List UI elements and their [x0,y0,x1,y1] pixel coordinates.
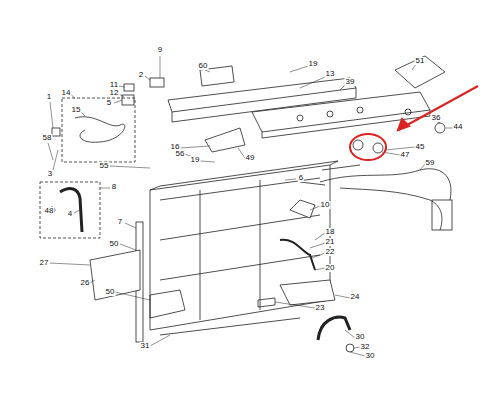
callout-number: 12 [109,89,120,97]
callout-number: 30 [355,333,366,341]
switches-and-knobs-stroke [124,84,134,91]
callout-number: 47 [400,151,411,159]
highlight-callout-stroke [398,86,478,130]
console-panel-stroke [395,56,445,88]
callout-number: 48 [44,207,55,215]
switches-and-knobs-stroke [205,128,245,152]
switches-and-knobs-stroke [353,140,363,150]
hoses-and-valves-stroke [150,290,185,318]
callout-number: 19 [190,156,201,164]
terminal-block-group-stroke [52,128,60,136]
callout-number: 59 [425,159,436,167]
wire-harness-stroke [340,188,442,230]
callout-number: 5 [106,99,112,107]
cabinet-frame-stroke [150,165,330,330]
callout-number: 8 [111,183,117,191]
callout-number: 13 [325,70,336,78]
callout-number: 11 [109,81,119,89]
switches-and-knobs [122,78,445,153]
terminal-block-group-stroke [75,117,125,143]
wire-harness-stroke [320,169,451,200]
switches-and-knobs-stroke [373,143,383,153]
callout-number: 50 [105,288,116,296]
callout-number: 27 [39,259,50,267]
callout-number: 1 [46,93,52,101]
switches-and-knobs-stroke [435,123,445,133]
callout-number: 55 [99,162,110,170]
hoses-and-valves-stroke [280,280,335,305]
hoses-and-valves-stroke [290,200,315,218]
switches-and-knobs-stroke [150,78,164,87]
hoses-and-valves-stroke [160,318,300,335]
console-panel [168,56,445,138]
callout-number: 50 [109,240,120,248]
terminal-block-group-stroke [62,98,135,162]
callout-number: 31 [140,342,151,350]
callout-number: 20 [325,264,336,272]
hoses-and-valves [90,200,354,352]
callout-number: 39 [345,78,356,86]
drain-hose-group [40,182,100,238]
callout-number: 30 [365,352,376,360]
callout-number: 9 [157,46,163,54]
wire-harness-stroke [432,200,452,230]
drain-hose-group-stroke [60,189,82,232]
callout-number: 32 [360,343,371,351]
leader-lines-stroke [50,263,365,356]
hoses-and-valves-stroke [258,298,275,307]
callout-number: 18 [325,228,336,236]
hoses-and-valves-stroke [318,317,350,340]
switches-and-knobs-stroke [405,109,411,115]
switches-and-knobs-stroke [122,95,134,105]
console-panel-stroke [252,92,430,132]
wire-harness-stroke [300,165,360,185]
callout-number: 6 [298,174,304,182]
cabinet-frame [136,161,338,342]
hoses-and-valves-stroke [280,240,315,270]
wire-harness [300,165,452,230]
callout-number: 10 [320,201,331,209]
callout-number: 58 [42,134,53,142]
terminal-block-group [52,98,135,162]
leader-lines [48,56,453,356]
highlight-callout [350,86,478,160]
callout-number: 21 [325,238,336,246]
callout-number: 2 [138,71,144,79]
console-panel-stroke [297,115,303,121]
callout-number: 44 [453,123,464,131]
console-panel-stroke [357,107,363,113]
console-panel-stroke [262,110,430,138]
callout-number: 7 [117,218,123,226]
callout-number: 22 [325,248,336,256]
drain-hose-group-stroke [40,182,100,238]
callout-number: 51 [415,57,426,65]
callout-number: 49 [245,154,256,162]
callout-number: 36 [431,114,442,122]
callout-number: 24 [350,293,361,301]
hoses-and-valves-stroke [90,250,140,300]
cabinet-frame-stroke [150,161,338,190]
callout-number: 19 [308,60,319,68]
callout-number: 4 [67,210,73,218]
highlight-callout-stroke [350,134,386,160]
callout-number: 56 [175,150,186,158]
leader-lines-stroke [48,94,453,170]
hoses-and-valves-stroke [346,344,354,352]
console-panel-stroke [327,111,333,117]
leader-lines-stroke [50,164,425,270]
callout-number: 45 [415,143,426,151]
leader-lines-stroke [114,56,416,103]
highlight-callout-stroke [398,119,409,130]
callout-number: 15 [71,106,82,114]
callout-number: 23 [315,304,326,312]
callout-number: 60 [198,62,209,70]
callout-number: 3 [47,170,53,178]
callout-number: 14 [61,89,72,97]
callout-number: 26 [80,279,91,287]
